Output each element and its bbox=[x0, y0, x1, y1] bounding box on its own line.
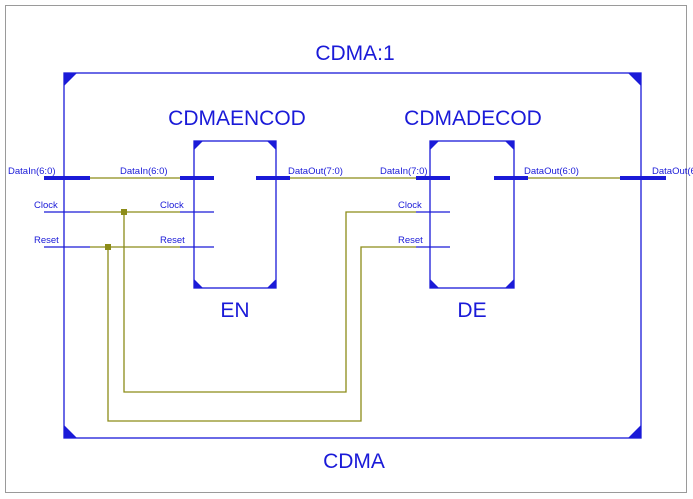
nets bbox=[90, 177, 620, 422]
top-dataout-label: DataOut(6:0) bbox=[652, 166, 693, 177]
decoder-component: CDMADECOD DataIn(7:0) Clock Reset DataOu… bbox=[380, 107, 579, 322]
corner-mark bbox=[194, 279, 203, 288]
encoder-component: CDMAENCOD DataIn(6:0) Clock Reset DataOu… bbox=[120, 107, 343, 322]
top-clock-label: Clock bbox=[34, 200, 58, 211]
cdma-top-block: CDMA:1 CDMA bbox=[63, 42, 642, 473]
decoder-outline bbox=[429, 140, 515, 289]
encoder-dataout-label: DataOut(7:0) bbox=[288, 166, 343, 177]
encoder-outline bbox=[193, 140, 277, 289]
top-reset-label: Reset bbox=[34, 235, 59, 246]
decoder-reset-label: Reset bbox=[398, 235, 423, 246]
top-datain-label: DataIn(6:0) bbox=[8, 166, 56, 177]
decoder-clock-label: Clock bbox=[398, 200, 422, 211]
net-clock-decoder bbox=[123, 211, 416, 393]
corner-mark bbox=[64, 425, 77, 438]
corner-mark bbox=[64, 73, 77, 86]
encoder-reset-label: Reset bbox=[160, 235, 185, 246]
decoder-instance-name: DE bbox=[457, 299, 486, 322]
corner-mark bbox=[430, 279, 439, 288]
corner-mark bbox=[267, 279, 276, 288]
encoder-instance-name: EN bbox=[220, 299, 249, 322]
encoder-clock-label: Clock bbox=[160, 200, 184, 211]
corner-mark bbox=[505, 141, 514, 150]
net-reset-decoder bbox=[107, 246, 416, 422]
corner-mark bbox=[194, 141, 203, 150]
decoder-dataout-label: DataOut(6:0) bbox=[524, 166, 579, 177]
encoder-title: CDMAENCOD bbox=[168, 107, 306, 130]
cdma-block-outline bbox=[63, 72, 642, 439]
corner-mark bbox=[430, 141, 439, 150]
corner-mark bbox=[628, 73, 641, 86]
cdma-instance-title: CDMA:1 bbox=[315, 42, 394, 65]
reset-junction-dot bbox=[105, 244, 111, 250]
corner-mark bbox=[628, 425, 641, 438]
clock-junction-dot bbox=[121, 209, 127, 215]
cdma-entity-label: CDMA bbox=[323, 450, 385, 473]
top-ports: DataIn(6:0) Clock Reset DataOut(6:0) bbox=[8, 166, 693, 248]
corner-mark bbox=[267, 141, 276, 150]
decoder-datain-label: DataIn(7:0) bbox=[380, 166, 428, 177]
corner-mark bbox=[505, 279, 514, 288]
encoder-datain-label: DataIn(6:0) bbox=[120, 166, 168, 177]
decoder-title: CDMADECOD bbox=[404, 107, 542, 130]
